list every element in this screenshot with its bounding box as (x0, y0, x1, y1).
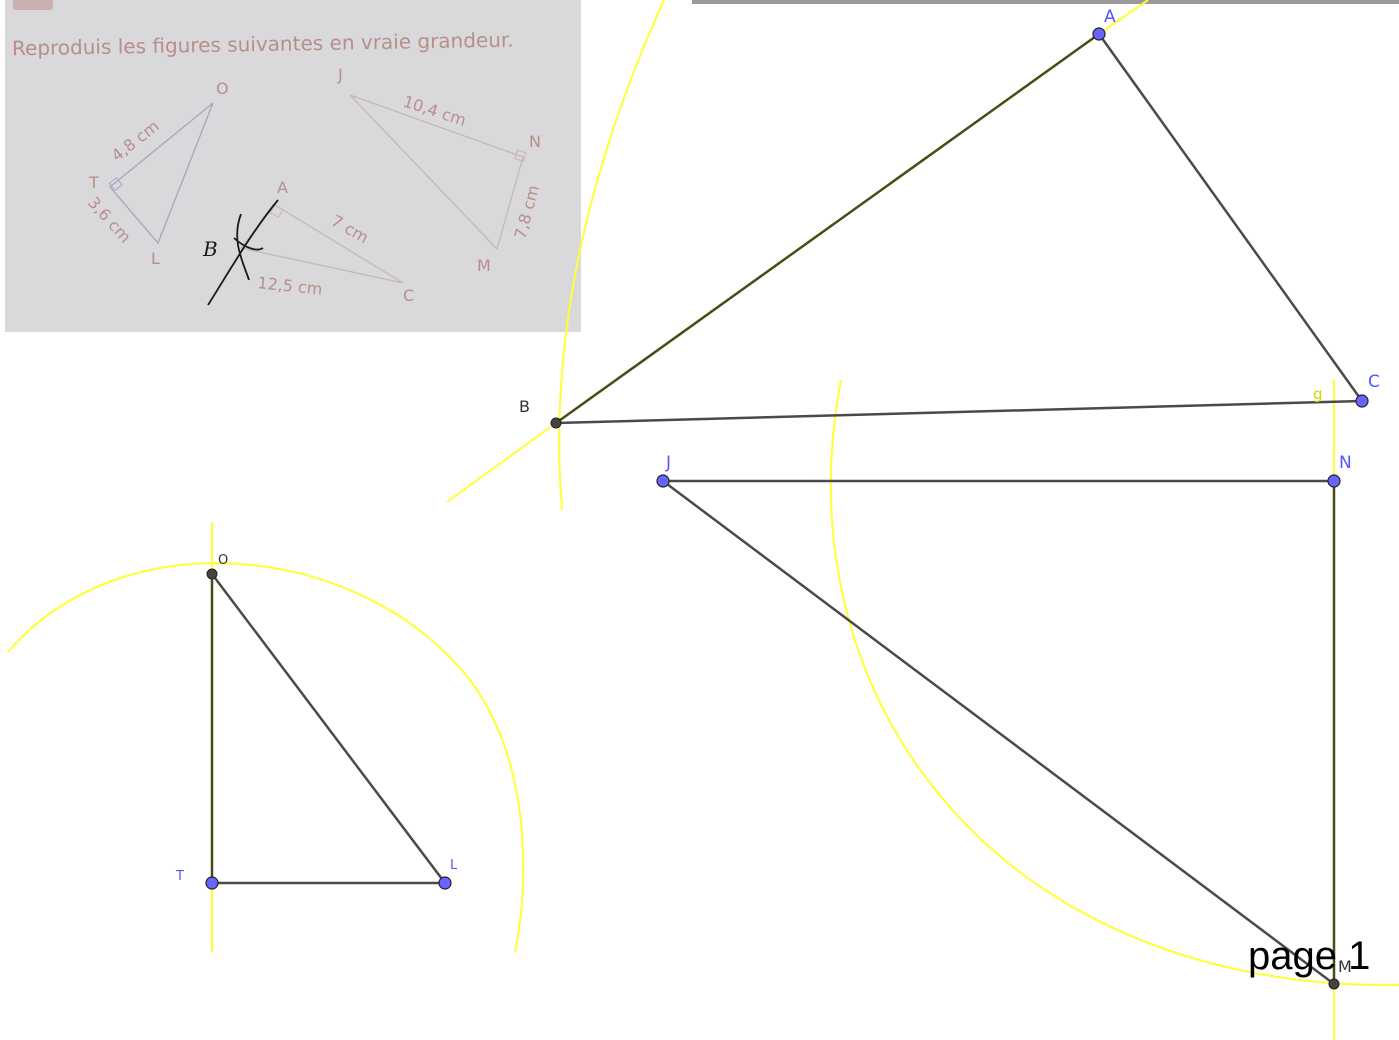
label-c: C (1368, 372, 1380, 392)
photo-label-l: L (151, 249, 160, 268)
arc-center-b (558, 0, 665, 511)
photo-pencil-arcs (207, 199, 279, 306)
point-n[interactable] (1327, 474, 1341, 488)
photo-label-a: A (277, 178, 288, 197)
label-m: M (1338, 957, 1352, 976)
toolbar-edge (692, 0, 1399, 4)
points (205, 27, 1369, 990)
point-m[interactable] (1328, 978, 1340, 990)
photo-label-j: J (337, 65, 343, 84)
exercise-figures: O T L J N M A B C 4,8 cm 3,6 cm 10,4 cm … (84, 65, 543, 306)
photo-right-angle-a (269, 204, 284, 218)
segment-ab[interactable] (555, 32, 1100, 425)
arc-center-m (830, 379, 1399, 987)
point-t[interactable] (205, 876, 219, 890)
photo-triangle-jnm (349, 94, 524, 251)
photo-right-angle-t (108, 177, 123, 192)
label-l: L (450, 858, 458, 873)
exercise-number-fragment (13, 0, 53, 10)
photo-label-t: T (88, 173, 99, 192)
label-b: B (519, 397, 530, 416)
photo-label-c: C (403, 286, 414, 305)
point-c[interactable] (1355, 394, 1369, 408)
photo-label-n: N (529, 132, 541, 151)
label-n: N (1339, 453, 1352, 473)
label-g: g (1313, 385, 1323, 403)
photo-label-o: O (216, 79, 229, 98)
exercise-photo: Reproduis les figures suivantes en vraie… (5, 0, 581, 332)
segment-jm[interactable] (662, 479, 1335, 986)
label-a: A (1104, 7, 1116, 27)
segment-ol[interactable] (211, 573, 446, 884)
label-j: J (665, 453, 671, 473)
photo-label-b: B (202, 237, 218, 261)
page-number: page 1 (1248, 934, 1371, 978)
point-b[interactable] (550, 417, 562, 429)
point-j[interactable] (656, 474, 670, 488)
photo-right-angle-n (514, 149, 527, 162)
photo-label-m: M (477, 256, 491, 275)
point-l[interactable] (438, 876, 452, 890)
label-t: T (175, 869, 184, 884)
segments (210, 32, 1364, 986)
circle-center-t (7, 562, 525, 953)
label-o: O (218, 553, 228, 568)
segment-bc[interactable] (555, 399, 1363, 425)
point-labels: A B C g J N M O T L (175, 7, 1380, 976)
point-a[interactable] (1092, 27, 1106, 41)
point-o[interactable] (206, 568, 218, 580)
segment-ac[interactable] (1097, 33, 1364, 402)
photo-triangle-otl (109, 102, 214, 245)
